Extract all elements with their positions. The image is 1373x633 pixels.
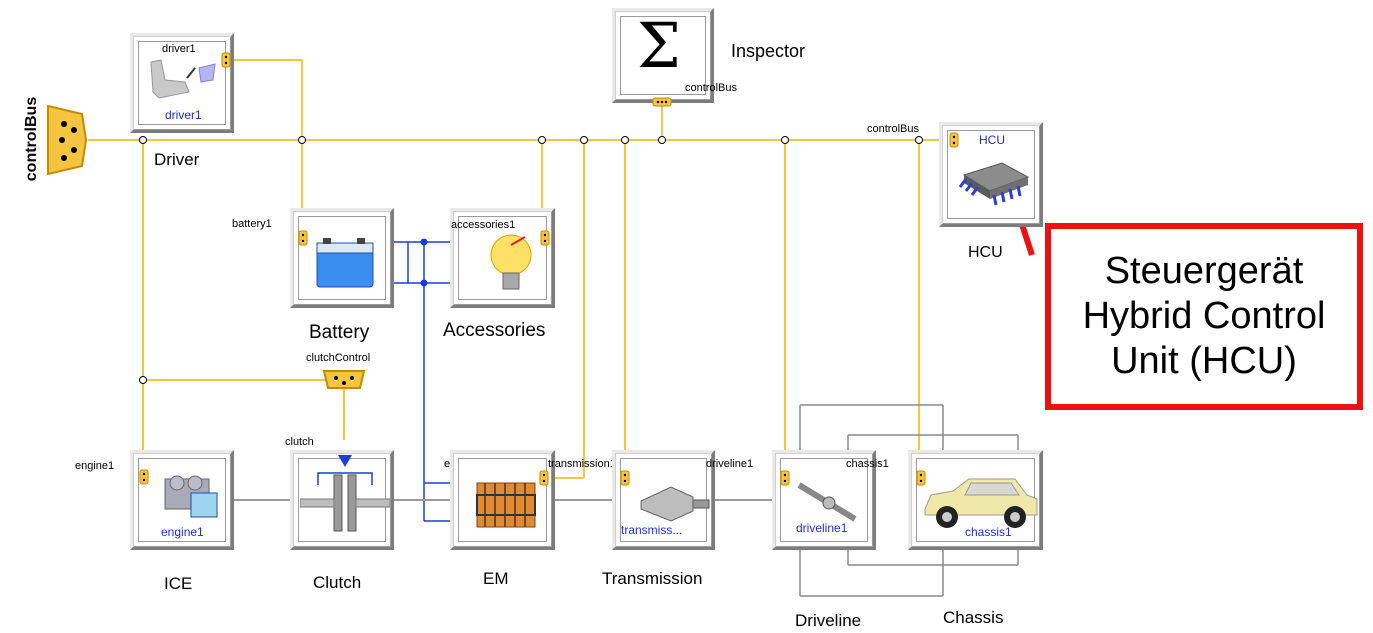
driveline-label: Driveline [795,611,862,630]
chassis-instance-top: chassis1 [846,458,889,470]
inspector-label: Inspector [731,41,806,61]
battery-label: Battery [309,322,370,343]
bus-junctions [139,136,923,384]
inspector-bus-port[interactable] [652,97,672,107]
driveline-instance-top: driveline1 [706,458,754,470]
clutch-control-label: clutchControl [306,352,371,364]
hcu-bus-port[interactable] [949,132,959,148]
driver-instance-top: driver1 [162,43,196,55]
driveline-chassis-wires [799,404,1019,597]
inspector-block[interactable]: Σ [612,8,714,103]
driveline-block[interactable]: driveline1 [772,450,876,550]
battery-bus-port[interactable] [298,230,308,246]
clutch-label: Clutch [313,573,362,592]
clutch-block[interactable] [290,450,394,550]
driver-instance-label: driver1 [165,108,202,122]
callout-line-1: Steuergerät [1104,250,1304,292]
driver-bus-port[interactable] [221,52,231,68]
transmission-instance-label: transmission1 [548,458,616,470]
driveline-instance-label: driveline1 [796,521,848,535]
hcu-label: HCU [968,244,1003,261]
hcu-instance-label: HCU [979,133,1005,147]
control-bus-label: controlBus [23,96,41,182]
accessories-bus-port[interactable] [540,230,550,246]
chassis-bus-port[interactable] [916,470,926,486]
em-bus-port[interactable] [539,470,549,486]
chassis-block[interactable]: chassis1 [908,450,1043,550]
transmission-block[interactable]: transmiss... [612,450,715,550]
clutch-instance-label: clutch [285,436,314,448]
engine-instance-label: engine1 [161,525,204,539]
chassis-label: Chassis [943,608,1004,627]
clutch-control-connector-icon[interactable] [322,368,366,394]
hcu-callout: Steuergerät Hybrid Control Unit (HCU) [1045,223,1363,410]
control-bus-wires [88,59,955,479]
car-icon [924,478,1038,528]
chip-icon [958,162,1030,206]
battery-instance-label: battery1 [232,218,272,230]
accessories-block[interactable]: accessories1 [450,208,555,308]
transmission-label: Transmission [602,569,703,588]
em-label: EM [483,569,509,588]
inspector-port-label: controlBus [685,82,737,94]
engine-bus-port[interactable] [139,469,149,485]
engine-instance-top: engine1 [75,460,115,472]
accessories-label: Accessories [443,320,546,341]
gearbox-icon [640,486,710,522]
control-bus-connector-icon[interactable] [42,100,92,180]
sigma-icon: Σ [637,9,681,82]
clutch-icon [300,455,390,532]
driveline-bus-port[interactable] [780,470,790,486]
engine-block[interactable]: engine1 [130,450,234,550]
engine-label: ICE [164,574,193,593]
accessories-instance-label: accessories1 [451,219,516,231]
em-block[interactable] [450,450,555,550]
transmission-inner-label: transmiss... [621,523,683,537]
light-bulb-icon [490,234,532,290]
driver-seat-icon [150,59,216,99]
driveshaft-icon [797,482,857,522]
driver-block[interactable]: driver1 driver1 [130,33,234,133]
callout-line-2: Hybrid Control [1082,295,1326,337]
electric-motor-icon [476,482,536,528]
battery-icon [316,238,374,288]
electric-junctions [420,238,428,287]
battery-block[interactable] [290,208,394,308]
driver-label: Driver [154,150,200,169]
engine-icon [164,475,218,518]
callout-line-3: Unit (HCU) [1111,340,1297,382]
hcu-bus-label: controlBus [867,123,919,135]
transmission-bus-port[interactable] [620,470,630,486]
chassis-instance-label: chassis1 [965,525,1012,539]
